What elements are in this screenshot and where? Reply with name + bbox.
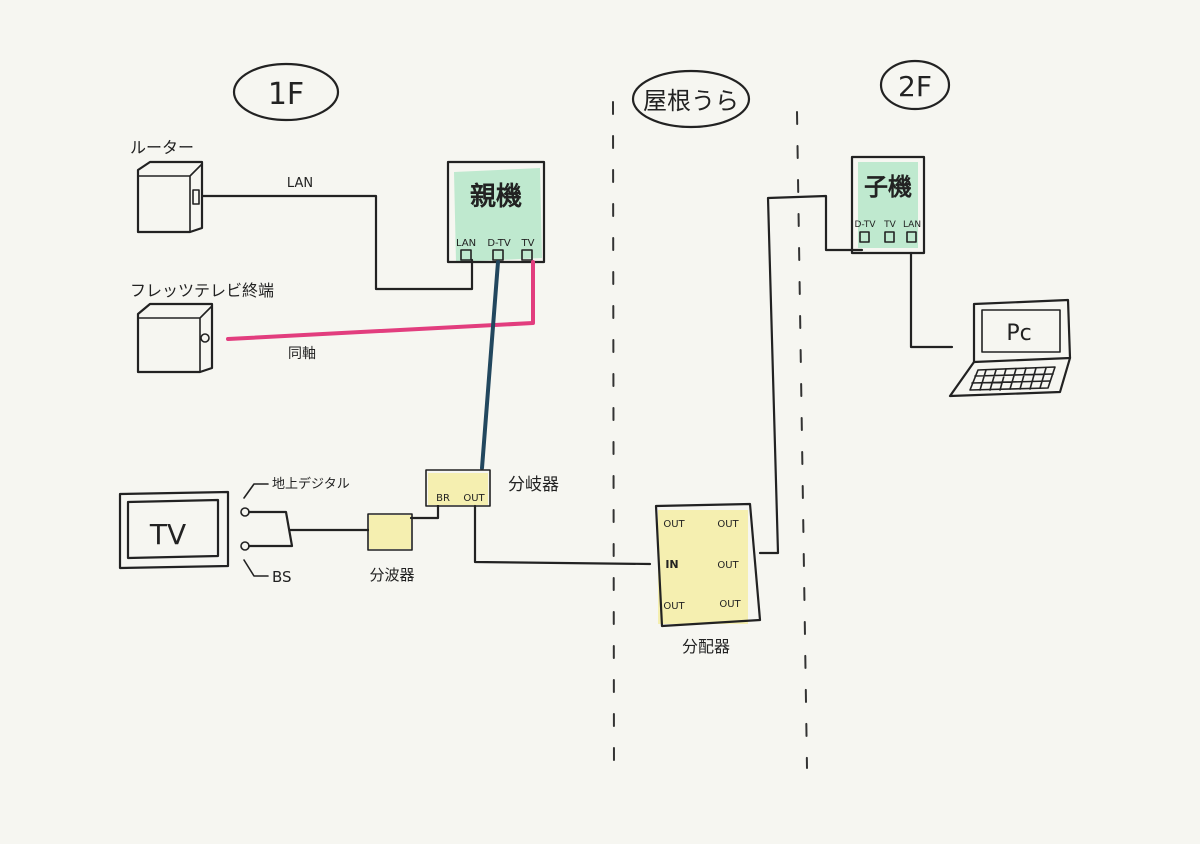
cable-branch-distributor	[473, 504, 652, 566]
distributor-port-out-4: OUT	[663, 601, 685, 612]
child-port-dtv	[859, 231, 870, 243]
tv-set: TV	[118, 490, 230, 570]
cable-splitter-branch	[409, 502, 440, 520]
branch-device: BR OUT 分岐器	[425, 469, 559, 507]
flets-terminal-device: フレッツテレビ終端	[130, 281, 274, 374]
branch-port-out-label: OUT	[463, 493, 485, 504]
separator-1f-attic	[612, 101, 615, 779]
floor-2f-heading: 2F	[879, 59, 951, 111]
pc-laptop: Pc	[948, 298, 1072, 398]
parent-port-lan-label: LAN	[456, 238, 476, 249]
branch-port-br-label: BR	[436, 493, 450, 504]
distributor-port-out-3: OUT	[717, 560, 739, 571]
svg-text:1F: 1F	[268, 77, 304, 112]
distributor-port-in: IN	[665, 558, 678, 571]
parent-port-dtv-label: D-TV	[487, 238, 510, 249]
coax-cable-2f	[758, 194, 864, 555]
lan-cable-router	[201, 194, 474, 291]
wave-splitter-label: 分波器	[369, 566, 414, 584]
tv-label: TV	[149, 518, 186, 551]
lan-cable-label: LAN	[287, 176, 313, 191]
separator-attic-2f	[796, 111, 808, 769]
floor-attic-heading: 屋根うら	[631, 69, 751, 129]
tv-input-leader-lines	[243, 483, 269, 577]
distributor-device: OUT OUT IN OUT OUT OUT 分配器	[654, 502, 762, 656]
child-port-lan-label: LAN	[903, 220, 921, 230]
coax-cable-label: 同軸	[288, 346, 316, 362]
terrestrial-label: 地上デジタル	[272, 476, 350, 492]
child-unit-title: 子機	[864, 173, 912, 201]
child-unit: 子機 D-TV TV LAN	[850, 155, 926, 255]
pc-label: Pc	[1006, 321, 1031, 346]
tv-input-bs	[240, 541, 250, 551]
router-label: ルーター	[130, 138, 194, 157]
tv-input-cables	[247, 510, 372, 548]
parent-port-lan	[460, 249, 472, 261]
flets-terminal-label: フレッツテレビ終端	[130, 281, 274, 300]
distributor-port-out-1: OUT	[663, 519, 685, 530]
branch-label: 分岐器	[508, 475, 559, 495]
router-device: ルーター	[130, 138, 204, 234]
lan-cable-pc	[909, 251, 954, 349]
distributor-port-out-5: OUT	[719, 599, 741, 610]
coax-cable-blue	[480, 260, 500, 470]
parent-port-tv-label: TV	[521, 238, 535, 249]
svg-text:2F: 2F	[898, 70, 932, 103]
child-port-tv	[884, 231, 895, 243]
parent-port-tv	[521, 249, 533, 261]
floor-1f-heading: 1F	[232, 62, 340, 122]
child-port-dtv-label: D-TV	[854, 220, 876, 230]
child-port-tv-label: TV	[883, 220, 896, 230]
bs-label: BS	[272, 568, 292, 586]
distributor-label: 分配器	[682, 637, 730, 656]
coax-cable-pink	[226, 260, 535, 341]
child-port-lan	[906, 231, 917, 243]
parent-unit-title: 親機	[470, 182, 522, 212]
tv-input-terrestrial	[240, 507, 250, 517]
wave-splitter: 分波器	[367, 513, 415, 584]
svg-text:屋根うら: 屋根うら	[643, 87, 739, 115]
distributor-port-out-2: OUT	[717, 519, 739, 530]
parent-unit: 親機 LAN D-TV TV	[446, 160, 546, 264]
